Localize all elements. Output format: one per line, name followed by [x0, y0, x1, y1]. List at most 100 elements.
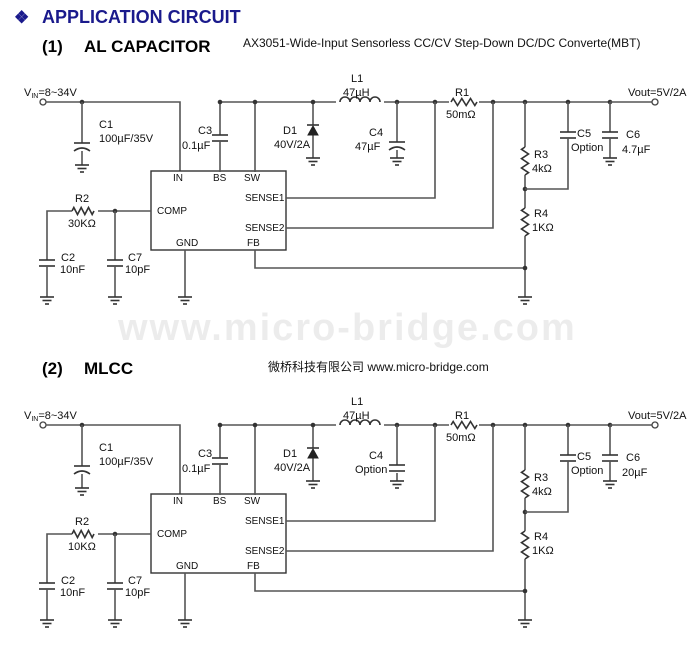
d1-name: D1: [283, 448, 297, 460]
vin-terminal-icon: [39, 421, 47, 429]
r3-value: 4kΩ: [532, 486, 552, 498]
r1-resistor: [450, 96, 478, 108]
section1-number: (1): [42, 37, 63, 56]
pin-label-sense1: SENSE1: [245, 193, 285, 204]
c5-capacitor: [560, 131, 576, 139]
pin-label-in: IN: [173, 173, 183, 184]
r2-value: 30KΩ: [68, 218, 96, 230]
r1-name: R1: [455, 87, 469, 99]
r2-resistor: [71, 528, 95, 540]
c7-value: 10pF: [125, 264, 150, 276]
d1-value: 40V/2A: [274, 139, 311, 151]
r3-resistor: [520, 146, 530, 176]
c6-name: C6: [626, 129, 640, 141]
ground-icon: [40, 296, 54, 305]
c5-value: Option: [571, 465, 603, 477]
c4-value: 47µF: [355, 141, 381, 153]
c1-capacitor: [73, 465, 91, 475]
c1-value: 100µF/35V: [99, 133, 154, 145]
fb-wire: [254, 573, 525, 592]
page-title: APPLICATION CIRCUIT: [42, 7, 241, 27]
junction-dot: [310, 99, 316, 105]
sense1-wire: [286, 425, 436, 522]
section2-title: MLCC: [84, 359, 133, 378]
vout-terminal-icon: [651, 421, 659, 429]
junction-dot: [252, 99, 258, 105]
pin-label-sense2: SENSE2: [245, 546, 285, 557]
vout-terminal-icon: [651, 98, 659, 106]
r4-resistor: [520, 207, 530, 237]
r4-value: 1KΩ: [532, 545, 554, 557]
sense1-wire: [286, 102, 436, 199]
ax3051-ic: [150, 170, 287, 251]
bullet-icon: ❖: [14, 8, 29, 27]
pin-label-bs: BS: [213, 496, 227, 507]
vout-label: Vout=5V/2A: [628, 410, 687, 422]
ground-icon: [178, 619, 192, 628]
d1-diode: [307, 425, 319, 481]
ground-icon: [108, 296, 122, 305]
c7-name: C7: [128, 575, 142, 587]
ax3051-ic: [150, 493, 287, 574]
l1-inductor: [339, 419, 381, 426]
c4-name: C4: [369, 450, 383, 462]
ground-icon: [178, 296, 192, 305]
company-line: 微桥科技有限公司 www.micro-bridge.com: [268, 360, 489, 374]
sense2-wire: [286, 102, 494, 229]
c4-name: C4: [369, 127, 383, 139]
l1-inductor: [339, 96, 381, 103]
ground-icon: [603, 480, 617, 489]
vout-label: Vout=5V/2A: [628, 87, 687, 99]
c3-name: C3: [198, 125, 212, 137]
pin-label-comp: COMP: [157, 206, 187, 217]
sense2-wire: [286, 425, 494, 552]
vin-wire: [46, 424, 181, 495]
r2-name: R2: [75, 193, 89, 205]
c6-value: 4.7µF: [622, 144, 651, 156]
vin-label: VIN=8~34V: [24, 410, 78, 423]
c3-value: 0.1µF: [182, 140, 211, 152]
c4-capacitor: [388, 141, 406, 151]
pin-label-sense2: SENSE2: [245, 223, 285, 234]
d1-name: D1: [283, 125, 297, 137]
l1-name: L1: [351, 396, 363, 408]
section1-title: AL CAPACITOR: [84, 37, 211, 56]
ground-icon: [40, 619, 54, 628]
r1-resistor: [450, 419, 478, 431]
ground-icon: [518, 619, 532, 628]
junction-dot: [310, 422, 316, 428]
c1-capacitor: [73, 142, 91, 152]
c2-capacitor: [39, 259, 55, 267]
c4-capacitor: [389, 464, 405, 472]
d1-value: 40V/2A: [274, 462, 311, 474]
c7-value: 10pF: [125, 587, 150, 599]
pin-label-fb: FB: [247, 561, 260, 572]
c5-name: C5: [577, 451, 591, 463]
junction-dot: [217, 422, 223, 428]
junction-dot: [522, 588, 528, 594]
c7-name: C7: [128, 252, 142, 264]
c2-name: C2: [61, 252, 75, 264]
c6-capacitor: [602, 131, 618, 139]
pin-label-in: IN: [173, 496, 183, 507]
c6-capacitor: [602, 454, 618, 462]
r2-value: 10KΩ: [68, 541, 96, 553]
c3-name: C3: [198, 448, 212, 460]
r3-name: R3: [534, 149, 548, 161]
pin-label-sw: SW: [244, 173, 261, 184]
section2-number: (2): [42, 359, 63, 378]
pin-label-fb: FB: [247, 238, 260, 249]
c1-name: C1: [99, 442, 113, 454]
c2-value: 10nF: [60, 587, 85, 599]
ground-icon: [108, 619, 122, 628]
r2-left-wire: [46, 533, 72, 583]
c4-value: Option: [355, 464, 387, 476]
pin-label-comp: COMP: [157, 529, 187, 540]
r3-name: R3: [534, 472, 548, 484]
c3-capacitor: [212, 134, 228, 142]
vin-label: VIN=8~34V: [24, 87, 78, 100]
r4-name: R4: [534, 531, 548, 543]
c2-capacitor: [39, 582, 55, 590]
c2-value: 10nF: [60, 264, 85, 276]
